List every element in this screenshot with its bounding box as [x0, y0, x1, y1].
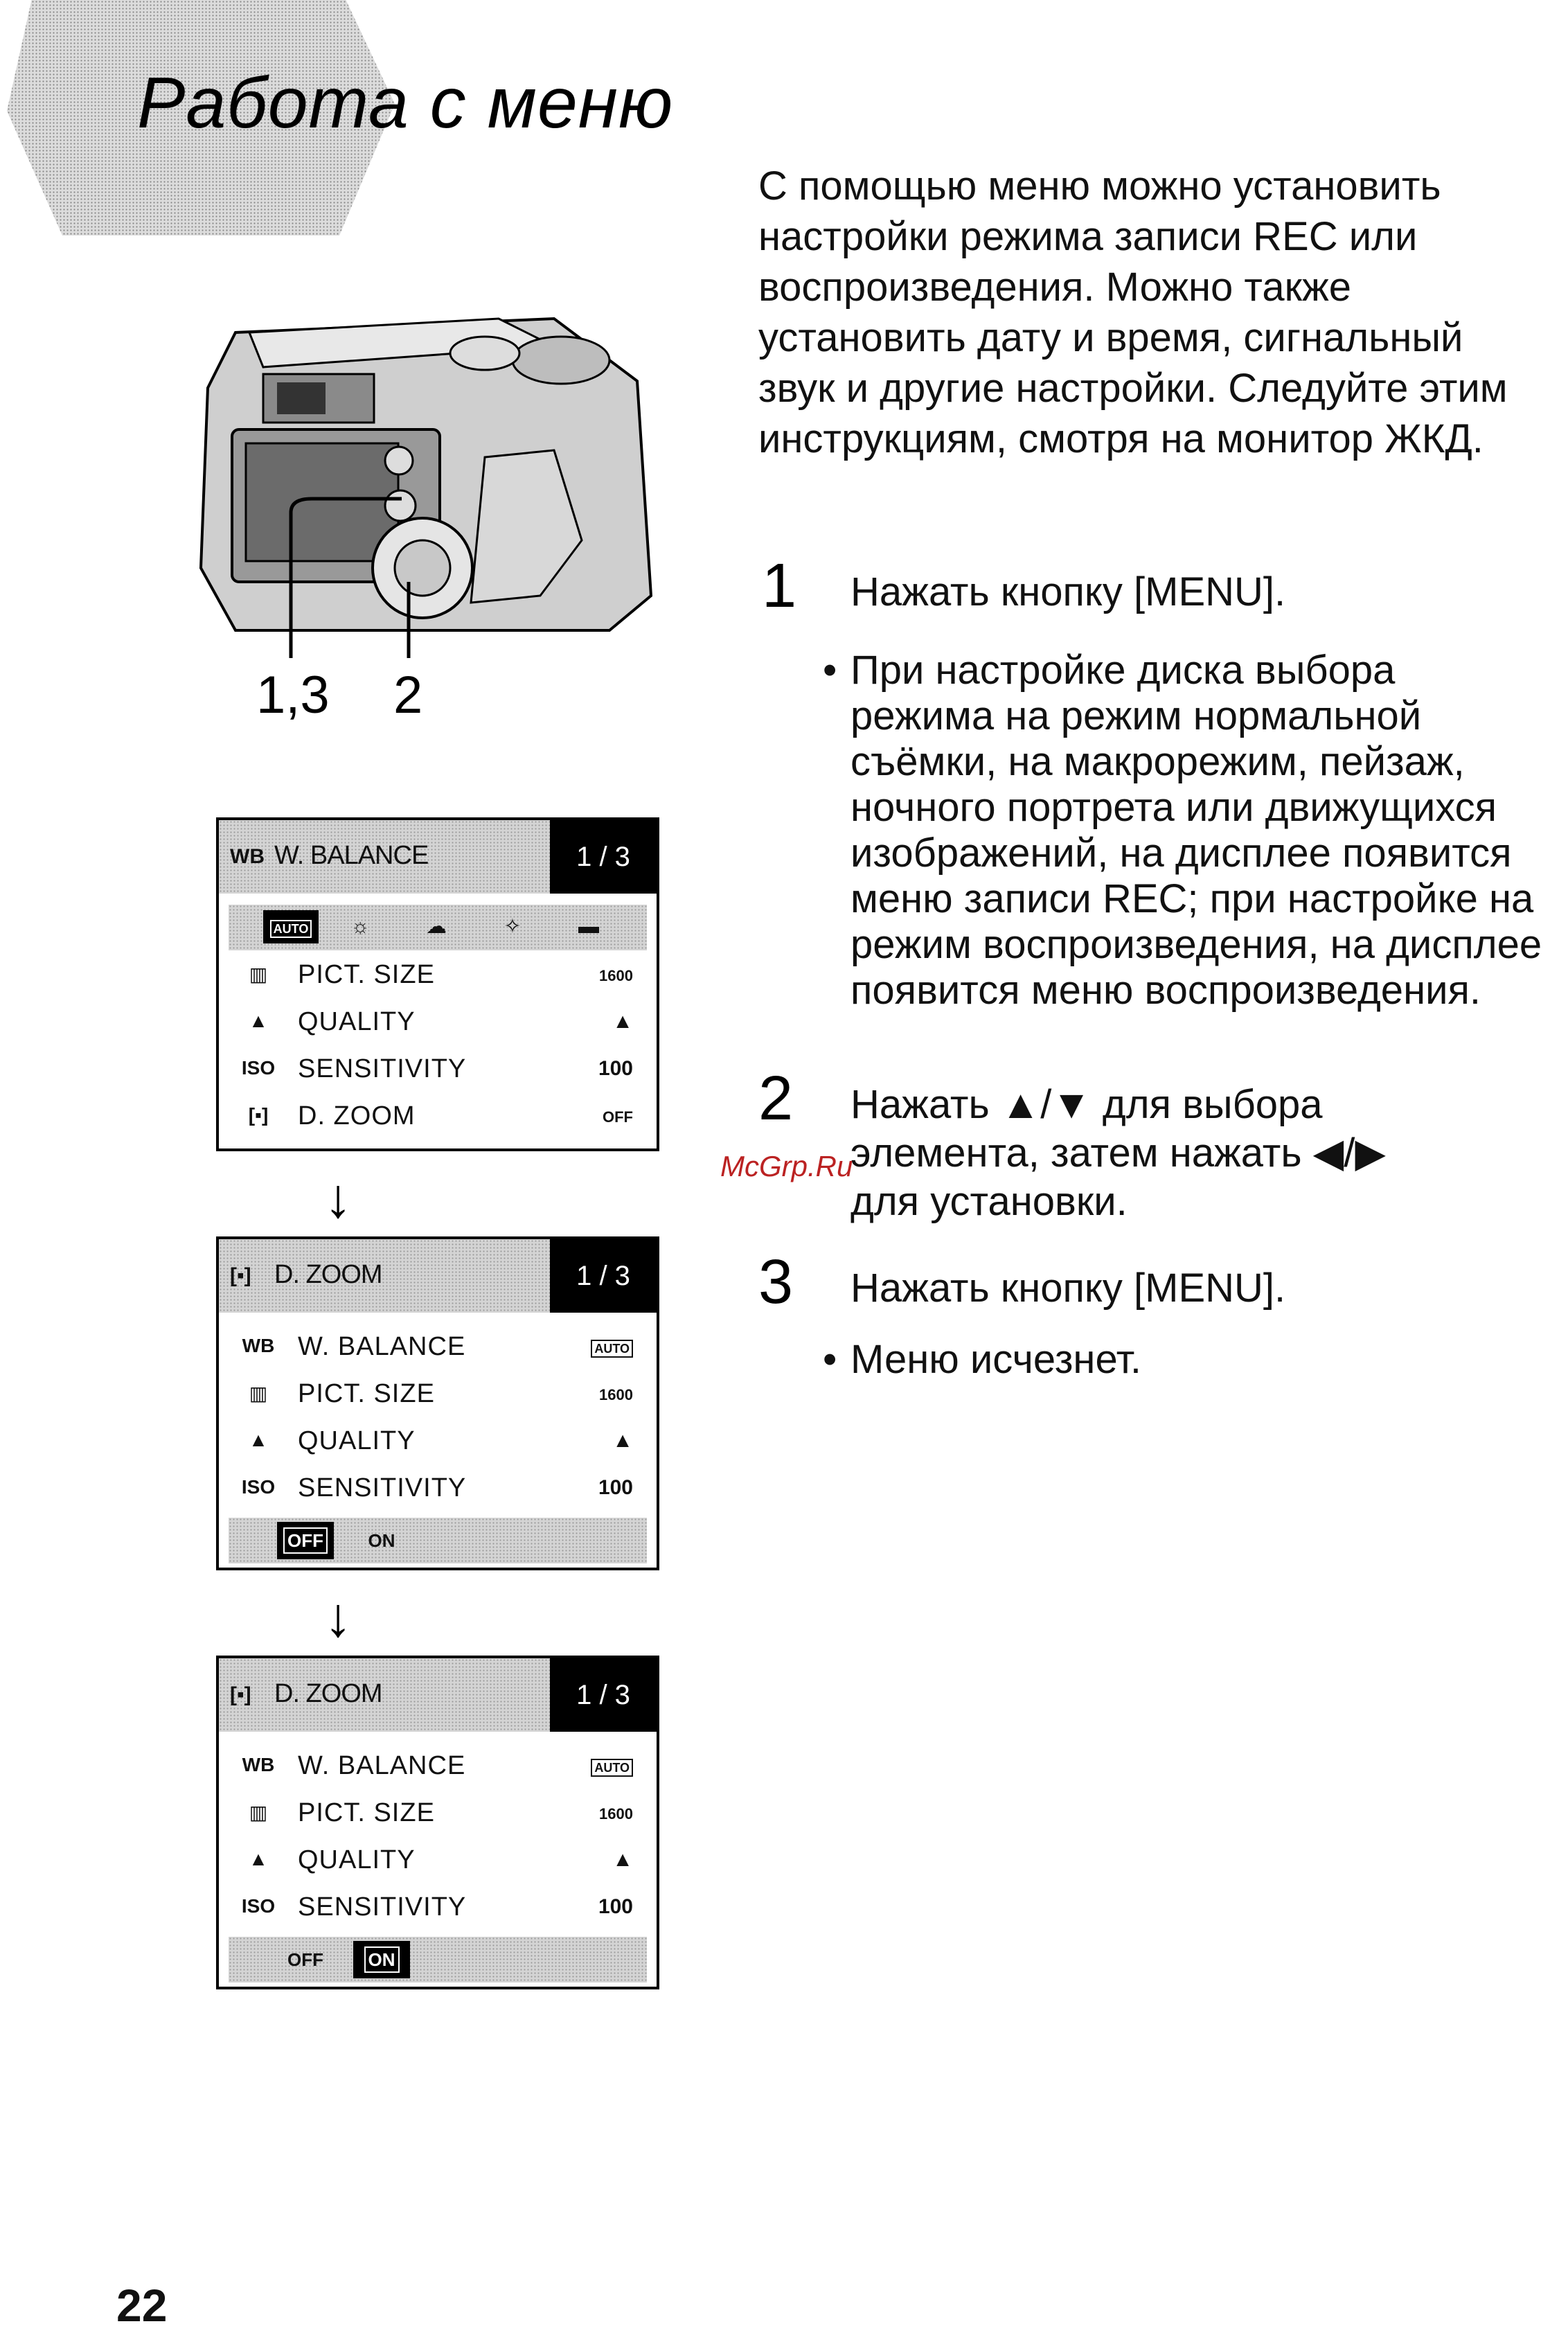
screen-page-indicator: 1 / 3	[550, 820, 657, 894]
cloud-icon[interactable]: ☁	[426, 915, 447, 938]
lcd-menu-screen-wb: WB W. BALANCE 1 / 3 AUTO ☼ ☁ ✧ ▬ ▥ PICT.…	[216, 817, 659, 1151]
menu-row-w-balance[interactable]: WB W. BALANCE AUTO	[229, 1743, 647, 1790]
quality-icon: ▲	[249, 1429, 268, 1451]
sun-icon[interactable]: ☼	[350, 915, 370, 938]
bullet-icon: •	[823, 648, 837, 693]
menu-row-sensitivity[interactable]: ISO SENSITIVITY 100	[241, 1054, 633, 1083]
d-zoom-toggle-bar: OFF ON	[229, 1937, 647, 1982]
camera-label-menu-button: 1,3	[256, 666, 330, 725]
camera-label-cursor-button: 2	[393, 666, 423, 725]
screen-page-indicator: 1 / 3	[550, 1239, 657, 1313]
screen-page-indicator: 1 / 3	[550, 1658, 657, 1732]
pict-size-icon: ▥	[249, 964, 268, 985]
screen-header-title: D. ZOOM	[274, 1260, 383, 1289]
menu-row-pict-size[interactable]: ▥ PICT. SIZE 1600	[229, 1790, 647, 1837]
wb-options-bar: AUTO ☼ ☁ ✧ ▬	[229, 905, 647, 950]
d-zoom-icon: [▪]	[230, 1683, 251, 1706]
menu-row-sensitivity[interactable]: ISO SENSITIVITY 100	[241, 1473, 633, 1502]
lcd-menu-screen-zoom-off: [▪] D. ZOOM 1 / 3 WB W. BALANCE AUTO ▥ P…	[216, 1236, 659, 1570]
step-number-1: 1	[762, 551, 797, 621]
d-zoom-icon: [▪]	[230, 1264, 251, 1287]
screen-header-title: D. ZOOM	[274, 1679, 383, 1708]
menu-row-quality[interactable]: ▲ QUALITY ▲	[229, 999, 647, 1046]
step-text-1: Нажать кнопку [MENU].	[850, 569, 1286, 614]
lcd-menu-screen-zoom-on: [▪] D. ZOOM 1 / 3 WB W. BALANCE AUTO ▥ P…	[216, 1656, 659, 1989]
screen-header-title: W. BALANCE	[274, 841, 429, 870]
quality-icon: ▲	[612, 1429, 633, 1452]
d-zoom-toggle-bar: OFF ON	[229, 1518, 647, 1563]
option-on[interactable]: ON	[353, 1941, 410, 1978]
quality-icon: ▲	[249, 1010, 268, 1031]
menu-row-w-balance[interactable]: WB W. BALANCE AUTO	[229, 1324, 647, 1371]
pict-size-icon: ▥	[249, 1802, 268, 1823]
quality-icon: ▲	[249, 1848, 268, 1870]
wb-option-auto[interactable]: AUTO	[263, 910, 319, 943]
page-number: 22	[116, 2280, 168, 2331]
down-arrow-icon: ↓	[324, 1586, 352, 1648]
down-arrow-icon: ↓	[324, 1167, 352, 1229]
step-text-2: Нажать ▲/▼ для выбора элемента, затем на…	[850, 1082, 1387, 1224]
option-off[interactable]: OFF	[287, 1949, 323, 1970]
quality-icon: ▲	[612, 1010, 633, 1033]
fluorescent-icon[interactable]: ▬	[578, 915, 599, 938]
wb-icon: WB	[242, 1754, 275, 1775]
watermark: McGrp.Ru	[720, 1150, 853, 1182]
intro-paragraph: С помощью меню можно установить настройк…	[758, 163, 1508, 461]
menu-row-quality[interactable]: ▲ QUALITY ▲	[229, 1418, 647, 1465]
menu-row-quality[interactable]: ▲ QUALITY ▲	[229, 1837, 647, 1884]
bullet-icon: •	[823, 1337, 837, 1382]
screen-header: [▪] D. ZOOM 1 / 3	[219, 1239, 657, 1313]
wb-icon: WB	[242, 1335, 275, 1356]
iso-icon: ISO	[241, 1895, 276, 1917]
page-title: Работа с меню	[137, 63, 674, 143]
pict-size-icon: ▥	[249, 1383, 268, 1404]
camera-illustration	[199, 317, 653, 658]
step-text-3: Нажать кнопку [MENU].	[850, 1266, 1286, 1311]
wb-icon: WB	[230, 845, 265, 868]
hexagon-background	[7, 0, 395, 236]
option-off[interactable]: OFF	[277, 1522, 334, 1559]
menu-row-sensitivity[interactable]: ISO SENSITIVITY 100	[241, 1892, 633, 1922]
step-number-2: 2	[758, 1064, 794, 1133]
screen-header: WB W. BALANCE 1 / 3	[219, 820, 657, 894]
option-on[interactable]: ON	[368, 1530, 395, 1551]
menu-row-pict-size[interactable]: ▥ PICT. SIZE 1600	[229, 952, 647, 999]
lamp-icon[interactable]: ✧	[504, 915, 522, 938]
d-zoom-icon: [▪]	[248, 1104, 269, 1126]
menu-row-pict-size[interactable]: ▥ PICT. SIZE 1600	[229, 1371, 647, 1418]
step-number-3: 3	[758, 1248, 794, 1317]
menu-row-d-zoom[interactable]: [▪] D. ZOOM OFF	[229, 1093, 647, 1140]
quality-icon: ▲	[612, 1848, 633, 1871]
screen-header: [▪] D. ZOOM 1 / 3	[219, 1658, 657, 1732]
iso-icon: ISO	[241, 1476, 276, 1498]
iso-icon: ISO	[241, 1057, 276, 1079]
